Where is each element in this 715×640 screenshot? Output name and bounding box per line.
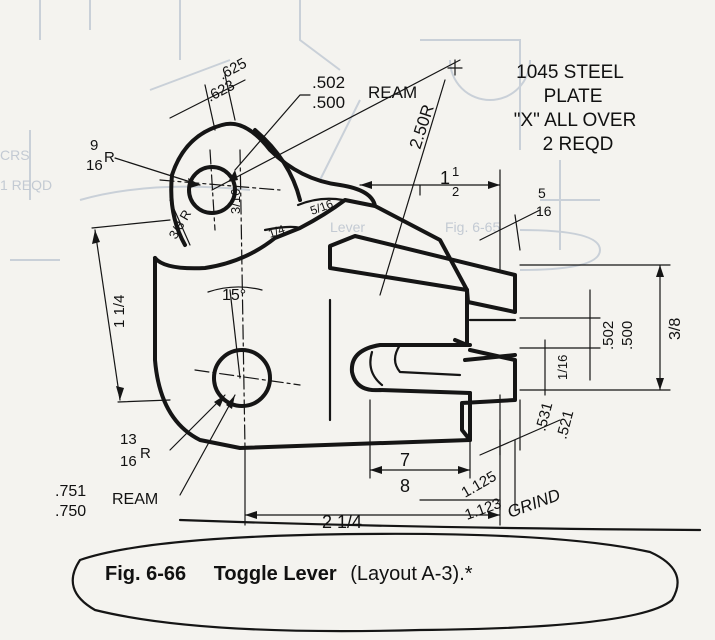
dim-9-den: 16 [86,157,103,174]
top-edge [373,204,469,292]
lower-prong [460,348,517,442]
dim-ream-502: .502 [312,73,345,92]
upper-prong [328,234,517,314]
dim-521: .521 [553,408,577,441]
dim-9-num: 9 [90,137,98,154]
dim-250r: 2.50R [406,102,438,151]
dim-7-num: 7 [400,450,410,470]
caption-oval [71,532,679,633]
figure-caption: Fig. 6-66 Toggle Lever (Layout A-3).* [71,532,679,633]
note-line-4: 2 REQD [543,134,614,155]
show-through-background: CRS 1 REQD Fig. 6-65 Lever [0,0,602,271]
dim-13-num: 13 [120,431,137,448]
dim-right-502: .502 [600,321,617,350]
dim-13-unit: R [140,445,151,462]
dim-5-16-den: 16 [536,203,552,219]
dim-13-den: 16 [120,453,137,470]
dim-3-8r: 3/8 R [166,207,195,241]
dim-15deg: 15° [222,287,246,304]
dim-grind: GRIND [505,485,563,522]
dimension-lines [91,59,702,532]
dim-right-500: .500 [619,321,636,350]
dim-1-4-small: 1/4 [266,222,287,241]
slot [349,343,472,395]
dim-531: .531 [532,400,556,433]
center-lines [159,59,461,449]
dim-750: .750 [55,503,86,520]
dim-7-den: 8 [400,476,410,496]
dim-bottom-width: 2 1/4 [322,512,362,532]
dim-1half-num: 1 [452,164,459,179]
ghost-text-1: CRS [0,147,30,163]
dim-right-1-16: 1/16 [555,355,570,380]
dim-1half-whole: 1 [440,168,450,188]
caption-fig-number: Fig. 6-66 [105,563,186,585]
dim-5-16-num: 5 [538,185,546,201]
dim-751: .751 [55,483,86,500]
upper-boss [153,121,377,271]
note-line-3: "X" ALL OVER [514,110,637,131]
dim-623: .623 [204,77,238,106]
boss-side [253,128,302,202]
note-line-2: PLATE [544,86,603,107]
front-face-outline [153,256,472,450]
note-line-1: 1045 STEEL [516,62,624,83]
dim-ream-500: .500 [312,93,345,112]
ghost-text-4: Lever [330,219,365,235]
top-bore [187,165,237,215]
caption-text: Fig. 6-66 Toggle Lever (Layout A-3).* [105,563,473,585]
lever-outline [153,121,517,450]
caption-suffix: (Layout A-3).* [350,563,473,585]
dim-1half-den: 2 [452,184,459,199]
dimension-labels: .625 .623 .502 .500 REAM 9 16 R 2.50R 3/… [55,55,684,532]
dim-ream-label-bottom: REAM [112,491,158,508]
material-note: 1045 STEEL PLATE "X" ALL OVER 2 REQD [514,62,637,155]
dim-ream-label-top: REAM [368,83,417,102]
dim-625: .625 [216,55,250,84]
lower-bore [212,348,272,408]
arrowheads [92,170,664,519]
boss-edge-2 [296,197,345,207]
dim-3-16: 3/16 [228,189,243,214]
dim-right-3-8: 3/8 [667,318,684,340]
boss-edge [263,225,302,232]
ghost-text-3: Fig. 6-65 [445,219,500,235]
ghost-text-2: 1 REQD [0,177,52,193]
dim-9-unit: R [104,149,115,166]
dim-left-height: 1 1/4 [111,295,128,328]
caption-title: Toggle Lever [214,563,337,585]
